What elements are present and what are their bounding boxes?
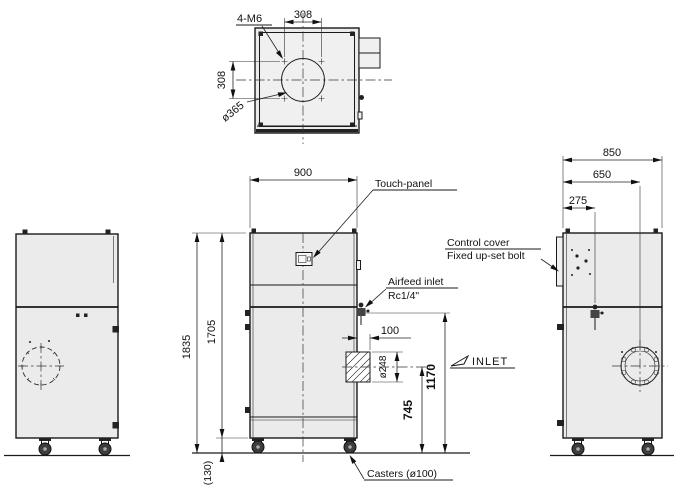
caster [251,438,265,454]
hidden-inlet-flange [18,340,64,390]
dim-overall-height-1835: 1835 [181,232,246,453]
dim-1705: 1705 [206,320,218,344]
dim-airfeed-offset-275: 275 [563,195,596,234]
m6-hole-marks [281,58,325,102]
front-view: 900 Touch-panel 1835 1705 (130) [181,167,515,485]
hinge-icon [245,324,250,330]
right-view-body [562,232,663,439]
dim-airfeed-height-1170: 1170 [364,312,450,453]
hinge-icon [245,310,250,316]
casters-callout: Casters (ø100) [367,468,437,480]
label-4-m6: 4-M6 [236,13,283,59]
eyebolt-icon [352,228,357,233]
dim-inlet-height-745: 745 [401,367,425,453]
caster [38,438,52,456]
airfeed-callout-line2: Rc1/4" [388,290,419,302]
dim-900: 900 [294,167,312,179]
label-airfeed-inlet: Airfeed inlet Rc1/4" [365,276,458,308]
dim-inlet-offset-650: 650 [563,169,641,234]
control-cover-panel[interactable] [556,236,564,287]
eyebolt-icon [105,229,111,235]
dim-stub-100: 100 [342,325,411,350]
latch-icon [557,420,564,426]
eyebolt-icon [565,228,570,233]
top-view: 308 308 4-M6 ø365 [216,9,392,144]
hinge-icon [356,260,361,270]
touch-panel-callout: Touch-panel [375,178,432,190]
dia-365-callout: ø365 [219,100,246,125]
left-view-body [15,233,119,439]
dim-1835: 1835 [181,335,193,359]
left-side-view [4,229,130,457]
inlet-duct-stub [342,351,430,383]
label-control-cover: Control cover Fixed up-set bolt [445,237,559,272]
control-cover-callout-line2: Fixed up-set bolt [447,250,525,262]
label-inlet: INLET [450,354,515,369]
caster [98,438,112,456]
dim-inlet-dia-248: ø248 [372,351,403,383]
eyebolt-icon [258,122,263,127]
hinge-icon [245,407,250,413]
dim-hole-pitch-x: 308 [284,9,322,57]
dim-308-vertical: 308 [216,71,228,89]
dim-body-height-1705: 1705 [206,233,248,439]
airfeed-callout-line1: Airfeed inlet [388,276,444,288]
dim-100: 100 [381,325,399,337]
latch-icon [557,324,564,330]
caster [641,438,655,456]
bolt-callout: 4-M6 [237,13,262,25]
dim-depth-850: 850 [562,147,663,228]
latch-icon [112,422,119,429]
top-view-lid [259,32,355,127]
latch-icon [112,326,119,333]
label-touch-panel: Touch-panel [313,178,457,258]
eyebolt-icon [350,31,355,36]
touch-panel[interactable] [295,252,313,266]
latch-icon [357,111,363,120]
airfeed-inlet-fitting-side [590,304,604,330]
label-casters: Casters (ø100) [349,455,453,481]
caster [571,438,585,456]
airfeed-inlet-fitting [356,302,370,325]
eyebolt-icon [653,228,658,233]
dim-745: 745 [401,400,415,420]
caster [343,438,357,454]
eyebolt-icon [251,228,256,233]
eyebolt-icon [258,31,263,36]
right-side-view: 850 650 275 Control cover Fixed up-set b… [445,147,674,457]
dim-308-horizontal: 308 [294,9,312,21]
inlet-label: INLET [472,356,508,368]
dim-275: 275 [569,195,587,207]
control-cover-bolts [571,249,591,276]
eyebolt-icon [350,122,355,127]
top-view-front-edge [256,129,358,133]
inlet-flange-side [612,340,668,392]
dim-850: 850 [603,147,621,159]
dim-hole-pitch-y: 308 [216,61,280,99]
control-cover-callout-line1: Control cover [447,237,510,249]
front-view-body [249,232,358,439]
dim-248: ø248 [378,355,389,378]
eyebolt-icon [22,229,28,235]
dim-130: (130) [202,461,214,486]
dim-caster-clearance-130: (130) [202,438,225,486]
dim-1170: 1170 [424,364,438,390]
dim-650: 650 [593,169,611,181]
dim-width-900: 900 [249,167,358,228]
airfeed-bolt-top [359,95,364,100]
inlet-flow-arrow-icon [450,354,470,367]
